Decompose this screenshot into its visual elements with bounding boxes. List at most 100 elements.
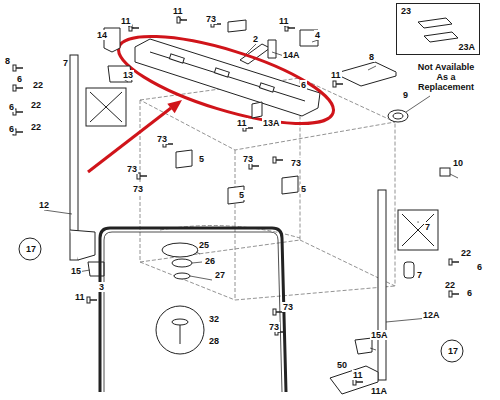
top-rail (169, 54, 184, 63)
screws (449, 259, 459, 265)
leader-lines (192, 262, 202, 263)
items-8-9 (393, 113, 403, 119)
callout-number: 4 (314, 30, 321, 40)
view-circles (19, 238, 463, 362)
items-8-9 (388, 110, 408, 122)
callout-number: 27 (214, 270, 226, 280)
callout-number: 9 (402, 90, 409, 100)
right-rail (398, 210, 438, 250)
detail-magnifier (172, 319, 188, 325)
callout-number: 2 (252, 34, 259, 44)
brackets (282, 176, 298, 194)
callout-number: 3 (98, 282, 105, 292)
callout-number: 8 (4, 56, 11, 66)
brackets (252, 102, 262, 118)
note-label: Not Available As a Replacement (412, 62, 480, 92)
callout-number: 73 (126, 164, 138, 174)
screws (449, 291, 459, 297)
callout-number: 17 (447, 346, 459, 356)
items-8-9 (340, 72, 396, 86)
door-gasket (100, 228, 286, 392)
right-rail (378, 190, 386, 380)
highlight-arrow (167, 100, 182, 113)
callout-number: 73 (205, 14, 217, 24)
detail-magnifier (180, 325, 181, 344)
leader-lines (368, 66, 376, 70)
callout-number: 8 (368, 52, 375, 62)
brackets (176, 150, 192, 168)
callout-number: 15 (70, 266, 82, 276)
callout-number: 73 (290, 158, 302, 168)
inset-brackets (418, 18, 452, 28)
screws (13, 65, 23, 71)
leader-lines (406, 96, 430, 112)
highlight-ellipse (110, 19, 342, 142)
callout-number: 11A (370, 386, 388, 396)
left-rail (90, 92, 122, 122)
screws (87, 297, 97, 303)
door-gasket (100, 228, 286, 392)
callout-number: 13 (122, 70, 134, 80)
screws (177, 17, 187, 23)
left-rail (70, 55, 78, 260)
tub-outline (140, 78, 395, 150)
callout-number: 6 (300, 80, 307, 90)
callout-number: 6 (466, 288, 473, 298)
left-rail (86, 88, 126, 126)
detail-magnifier (156, 306, 204, 354)
items-8-9 (340, 62, 408, 122)
leader-lines (128, 26, 134, 28)
top-rail (259, 83, 274, 92)
leader-lines (178, 16, 182, 20)
spray-arm-parts (162, 243, 198, 279)
screws (13, 17, 459, 385)
callout-number: 23A (457, 42, 476, 52)
brackets (228, 20, 246, 32)
callout-number: 73 (282, 302, 294, 312)
callout-number: 12 (38, 200, 50, 210)
callout-number: 23 (400, 6, 412, 16)
screws (137, 173, 147, 179)
view-circles (19, 238, 41, 260)
callout-number: 17 (25, 244, 37, 254)
right-rail (404, 262, 414, 278)
inset-frame: 23 23A (396, 3, 480, 55)
leader-lines (450, 174, 458, 178)
brackets (176, 20, 318, 204)
callout-number: 5 (238, 190, 245, 200)
callout-number: 13A (262, 118, 281, 128)
callout-number: 32 (208, 314, 220, 324)
callout-number: 50 (336, 360, 348, 370)
callout-number: 73 (242, 154, 254, 164)
leader-lines (190, 276, 212, 280)
tub-outline (235, 150, 395, 300)
leader-lines (44, 210, 72, 214)
right-rail (440, 168, 450, 176)
callout-number: 14 (96, 30, 108, 40)
door-gasket (104, 232, 282, 392)
leader-lines (284, 26, 290, 28)
callout-number: 11 (172, 6, 184, 16)
callout-number: 11 (236, 118, 248, 128)
view-circles (441, 340, 463, 362)
left-rail (70, 230, 95, 260)
callout-number: 26 (204, 256, 216, 266)
callout-number: 12A (422, 310, 441, 320)
top-rail (214, 68, 229, 77)
right-rail (402, 214, 434, 246)
callout-number: 11 (352, 370, 364, 380)
callout-number: 25 (198, 240, 210, 250)
tub-outline (140, 78, 395, 300)
inset-brackets (424, 32, 458, 42)
callout-number: 10 (452, 158, 464, 168)
right-rail (418, 222, 419, 223)
callout-number: 22 (30, 122, 42, 132)
callout-number: 6 (16, 74, 23, 84)
callout-number: 73 (268, 322, 280, 332)
screws (333, 81, 343, 87)
callout-number: 14A (282, 50, 301, 60)
leader-lines (370, 348, 376, 350)
tub-outline (140, 262, 235, 300)
detail-magnifier (156, 306, 204, 354)
